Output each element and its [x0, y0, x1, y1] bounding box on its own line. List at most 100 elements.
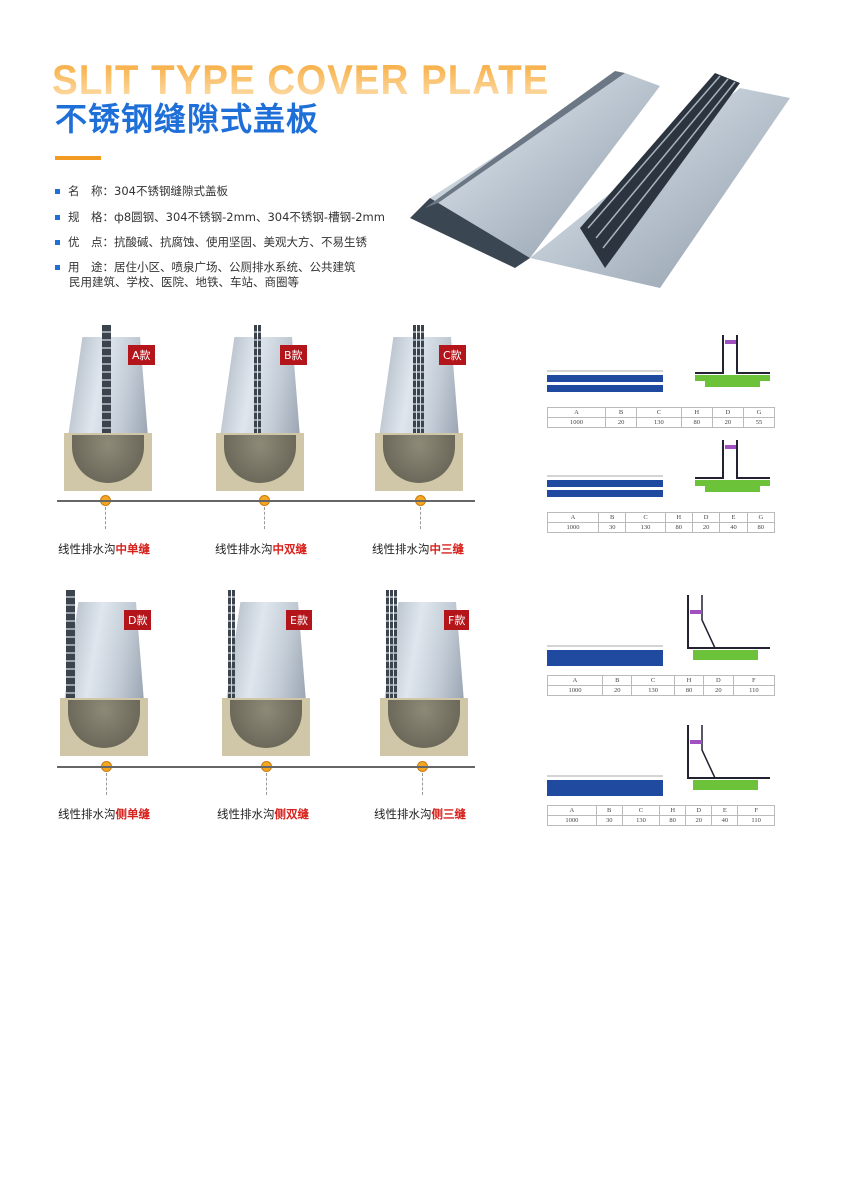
- plan-bar: [547, 650, 663, 666]
- header-cell: A: [546, 512, 600, 523]
- header-cell: D: [691, 512, 721, 523]
- caption-prefix: 线性排水沟: [374, 807, 432, 821]
- header-cell: H: [664, 512, 693, 523]
- slot-grate: [421, 325, 424, 437]
- bullet-icon: [55, 189, 60, 194]
- slot-grate: [102, 325, 111, 437]
- value-cell: 130: [636, 417, 682, 428]
- slot-grate: [390, 590, 393, 702]
- model-badge: B款: [280, 345, 307, 365]
- slot-grate: [232, 590, 235, 702]
- header-cell: H: [659, 805, 687, 816]
- timeline-connector: [420, 507, 421, 529]
- spec-value: 304不锈钢缝隙式盖板: [114, 184, 228, 198]
- product-card-1: A款: [62, 325, 155, 493]
- value-cell: 30: [598, 522, 627, 533]
- slot-grate: [66, 590, 75, 702]
- value-cell: 130: [621, 815, 661, 826]
- spec-advantages: 优 点：抗酸碱、抗腐蚀、使用坚固、美观大方、不易生锈: [55, 235, 367, 250]
- header-cell: E: [719, 512, 748, 523]
- value-cell: 80: [746, 522, 776, 533]
- value-cell: 1000: [546, 522, 600, 533]
- spec-label: 优 点：: [68, 235, 114, 249]
- concrete-section: [693, 650, 758, 660]
- model-caption: 线性排水沟侧三缝: [374, 806, 466, 822]
- product-card-6: F款: [378, 590, 470, 758]
- model-caption: 线性排水沟侧双缝: [217, 806, 309, 822]
- value-cell: 80: [680, 417, 713, 428]
- value-cell: 1000: [547, 685, 603, 696]
- diagram-drawing: [547, 725, 770, 796]
- caption-type: 中单缝: [115, 542, 151, 556]
- plan-bar: [547, 780, 663, 796]
- header-cell: A: [547, 675, 603, 686]
- spec-value-cont: 民用建筑、学校、医院、地铁、车站、商圈等: [69, 275, 299, 289]
- caption-type: 侧双缝: [274, 807, 310, 821]
- header-cell: H: [673, 675, 705, 686]
- diagram-drawing: [547, 440, 770, 497]
- timeline-row-1: [57, 500, 475, 502]
- model-badge: D款: [124, 610, 152, 630]
- spec-label: 名 称：: [68, 184, 114, 198]
- caption-type: 中双缝: [272, 542, 308, 556]
- header-cell: B: [595, 805, 623, 816]
- profile-plate: [687, 595, 770, 649]
- plan-bar: [547, 385, 663, 392]
- product-card-3: C款: [373, 325, 466, 493]
- caption-prefix: 线性排水沟: [58, 542, 116, 556]
- concrete-section: [695, 480, 770, 492]
- slot-grate: [258, 325, 261, 437]
- plan-bar: [547, 480, 663, 487]
- spec-value: 抗酸碱、抗腐蚀、使用坚固、美观大方、不易生锈: [114, 235, 367, 249]
- caption-prefix: 线性排水沟: [58, 807, 116, 821]
- spec-label: 用 途：: [68, 260, 114, 274]
- value-cell: 80: [664, 522, 693, 533]
- value-cell: 80: [659, 815, 687, 826]
- spec-name: 名 称：304不锈钢缝隙式盖板: [55, 184, 228, 199]
- slot-grate: [394, 590, 397, 702]
- value-cell: 1000: [547, 815, 597, 826]
- slot-grate: [228, 590, 231, 702]
- value-cell: 55: [742, 417, 776, 428]
- caption-prefix: 线性排水沟: [215, 542, 273, 556]
- plan-bar: [547, 490, 663, 497]
- timeline-connector: [105, 507, 106, 529]
- value-cell: 20: [703, 685, 734, 696]
- header-cell: D: [703, 675, 734, 686]
- value-cell: 20: [601, 685, 633, 696]
- value-cell: 110: [737, 815, 775, 826]
- spec-size: 规 格：ф8圆钢、304不锈钢-2mm、304不锈钢-槽钢-2mm: [55, 210, 385, 225]
- caption-type: 侧单缝: [115, 807, 151, 821]
- profile-plate: [695, 335, 724, 374]
- value-cell: 20: [605, 417, 638, 428]
- model-badge: E款: [286, 610, 312, 630]
- model-caption: 线性排水沟侧单缝: [58, 806, 150, 822]
- slot-grate: [413, 325, 416, 437]
- header-cell: C: [631, 675, 675, 686]
- header-cell: B: [605, 407, 638, 418]
- profile-plate: [695, 440, 724, 479]
- caption-prefix: 线性排水沟: [217, 807, 275, 821]
- title-english: SLIT TYPE COVER PLATE: [52, 56, 550, 103]
- header-cell: B: [601, 675, 633, 686]
- product-card-4: D款: [58, 590, 152, 758]
- caption-type: 中三缝: [429, 542, 465, 556]
- model-badge: C款: [439, 345, 466, 365]
- header-cell: H: [680, 407, 713, 418]
- header-cell: A: [547, 805, 597, 816]
- spec-value: 居住小区、喷泉广场、公厕排水系统、公共建筑: [114, 260, 356, 274]
- timeline-connector: [264, 507, 265, 529]
- model-caption: 线性排水沟中单缝: [58, 541, 150, 557]
